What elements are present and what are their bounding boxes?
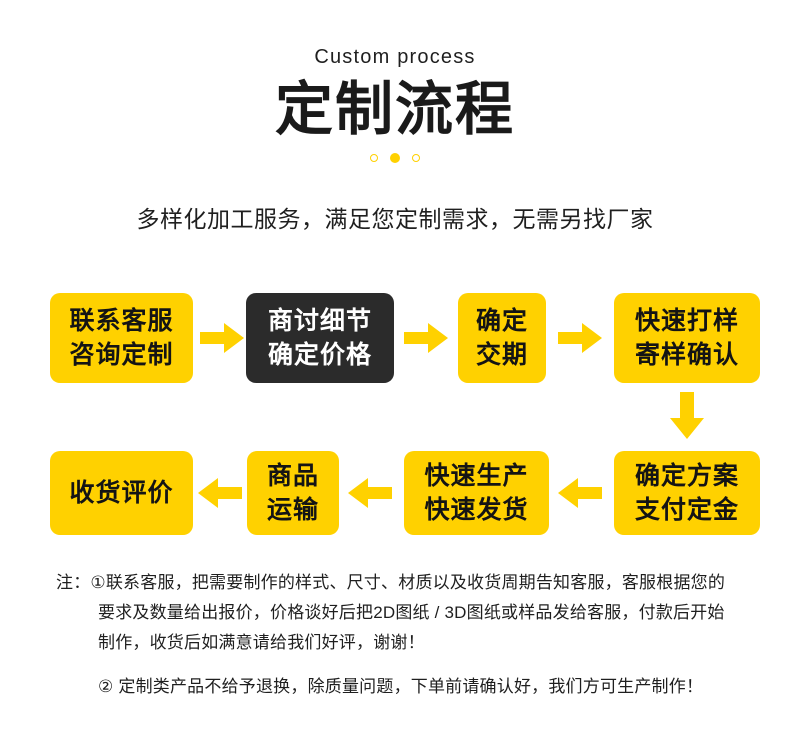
flow-step-fast-sampling[interactable]: 快速打样 寄样确认 (614, 293, 760, 383)
dot-indicator-2-active[interactable] (390, 153, 400, 163)
page-subtitle: 多样化加工服务，满足您定制需求，无需另找厂家 (136, 206, 654, 232)
footnote-1-line-3: 制作，收货后如满意请给我们好评，谢谢！ (98, 633, 425, 652)
flow-step-confirm-plan-deposit[interactable]: 确定方案 支付定金 (614, 451, 760, 535)
footnote-1-line-1: 联系客服，把需要制作的样式、尺寸、材质以及收货周期告知客服，客服根据您的 (105, 573, 726, 592)
flow-step-discuss-details[interactable]: 商讨细节 确定价格 (246, 293, 394, 383)
arrow-left-step6-step7 (348, 477, 392, 509)
footnote-prefix: 注： (56, 573, 91, 592)
flow-step-line: 快速发货 (424, 496, 529, 524)
footnote-1-line-2: 要求及数量给出报价，价格谈好后把2D图纸 / 3D图纸或样品发给客服，付款后开始 (98, 603, 725, 622)
footnote-item-2: ② 定制类产品不给予退换，除质量问题，下单前请确认好，我们方可生产制作！ (98, 677, 704, 696)
arrow-left-step7-step8 (198, 477, 242, 509)
carousel-dots (0, 152, 790, 164)
arrow-left-step5-step6 (558, 477, 602, 509)
flow-step-line: 寄样确认 (634, 341, 739, 369)
arrow-down-step4-step5 (669, 392, 705, 440)
flow-step-line: 运输 (266, 496, 319, 524)
flow-step-line: 咨询定制 (69, 341, 174, 369)
flow-step-receive-and-review[interactable]: 收货评价 (50, 451, 193, 535)
flow-step-goods-transport[interactable]: 商品 运输 (247, 451, 339, 535)
arrow-right-step2-step3 (404, 322, 448, 354)
flow-step-confirm-delivery-date[interactable]: 确定 交期 (458, 293, 546, 383)
flow-step-line: 商品 (266, 462, 319, 490)
flow-step-line: 交期 (475, 341, 528, 369)
flow-step-line: 支付定金 (634, 496, 739, 524)
flow-step-line: 收货评价 (69, 479, 174, 507)
eyebrow-text: Custom process (314, 46, 476, 68)
flow-step-line: 联系客服 (69, 307, 174, 335)
flow-step-line: 确定价格 (267, 341, 372, 369)
dot-indicator-1[interactable] (370, 154, 378, 162)
flow-step-fast-production[interactable]: 快速生产 快速发货 (404, 451, 549, 535)
flow-step-line: 确定 (475, 307, 528, 335)
page-title: 定制流程 (274, 77, 515, 142)
arrow-right-step3-step4 (558, 322, 602, 354)
footnote-item-1: 注： ① 联系客服，把需要制作的样式、尺寸、材质以及收货周期告知客服，客服根据您… (56, 568, 756, 598)
footnotes: 注： ① 联系客服，把需要制作的样式、尺寸、材质以及收货周期告知客服，客服根据您… (56, 568, 756, 702)
footnote-marker-1: ① (90, 573, 106, 592)
page-header: Custom process 定制流程 (0, 44, 790, 164)
flow-step-line: 确定方案 (634, 462, 739, 490)
dot-indicator-3[interactable] (412, 154, 420, 162)
flow-step-line: 快速打样 (634, 307, 739, 335)
flow-step-line: 快速生产 (424, 462, 529, 490)
arrow-right-step1-step2 (200, 322, 244, 354)
flow-step-contact-service[interactable]: 联系客服 咨询定制 (50, 293, 193, 383)
flow-step-line: 商讨细节 (267, 307, 372, 335)
